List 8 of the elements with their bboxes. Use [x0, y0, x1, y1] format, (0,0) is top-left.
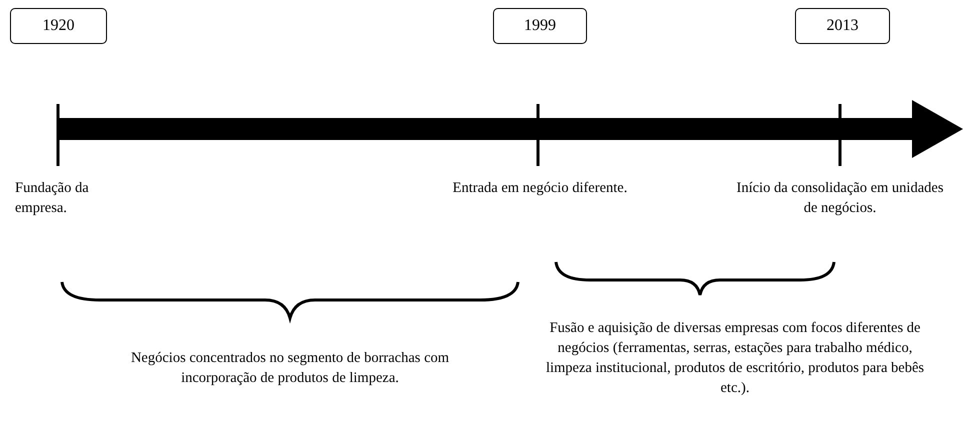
- event-description: Fundação da empresa.: [15, 179, 90, 218]
- event-description: Início da consolidação em unidades de negócios.: [736, 179, 944, 218]
- year-box: 2013: [795, 8, 890, 44]
- event-description: Entrada em negócio diferente.: [452, 179, 628, 198]
- period-description: Fusão e aquisição de diversas empresas com focos diferentes de negócios (ferramentas, serras, estações para trabalho médico, limpeza institucional, produtos de escritório, produtos para bebês etc.).: [545, 319, 925, 398]
- year-box: 1920: [10, 8, 107, 44]
- period-description: Negócios concentrados no segmento de borrachas com incorporação de produtos de limpeza.: [130, 349, 450, 388]
- year-box: 1999: [493, 8, 587, 44]
